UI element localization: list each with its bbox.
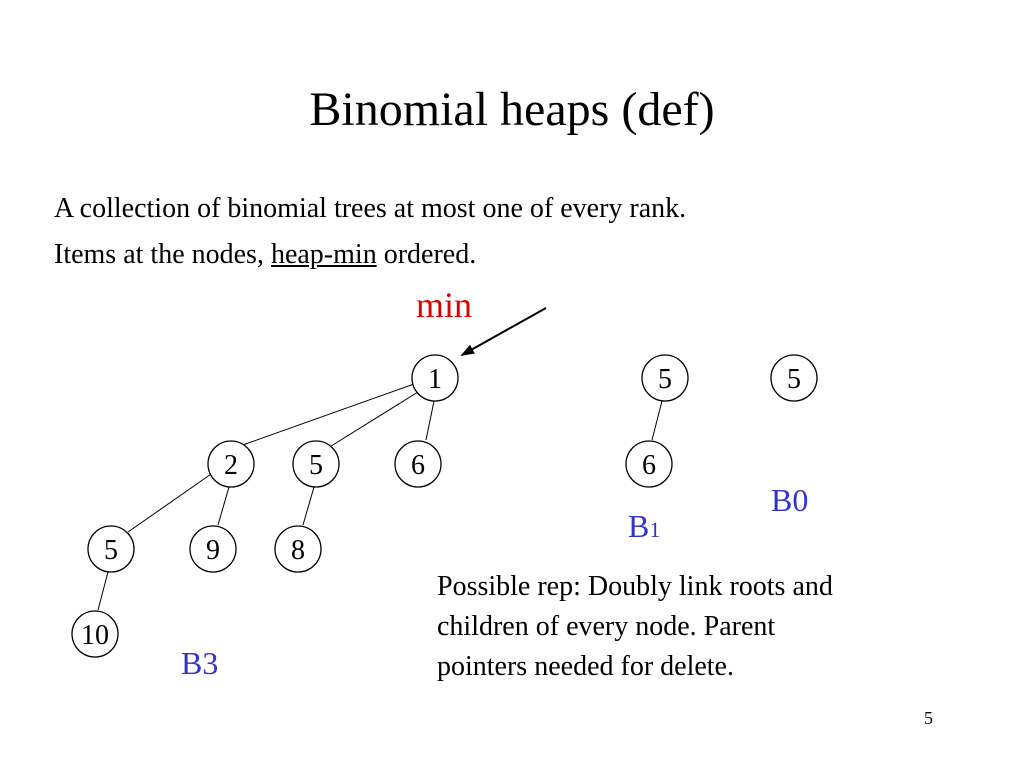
tree-label-b1-main: B	[628, 508, 650, 544]
tree-label-b3-main: B3	[181, 645, 219, 681]
definition-line-collection: A collection of binomial trees at most o…	[54, 193, 687, 224]
edge-b3-root-to-child-b	[327, 391, 419, 449]
edge-b3-root-to-child-a	[239, 383, 415, 447]
svg-text:6: 6	[411, 450, 425, 481]
min-pointer-label: min	[416, 285, 473, 325]
tree-label-b1-index: 1	[649, 517, 661, 542]
tree-label-b0: B0	[771, 481, 808, 519]
svg-text:6: 6	[642, 450, 656, 481]
svg-text:8: 8	[291, 535, 305, 566]
svg-text:2: 2	[224, 450, 238, 481]
svg-text:9: 9	[206, 535, 220, 566]
edge-b3-child-b-to-grandchild-c	[302, 486, 315, 526]
heap-min-term: heap-min	[270, 239, 377, 270]
edge-b3-root-to-child-c	[425, 400, 435, 441]
edge-b3-grandchild-a-to-great-grandchild	[97, 571, 109, 611]
tree-node: 5	[292, 440, 340, 488]
tree-node: 6	[625, 440, 673, 488]
tree-node: 8	[274, 525, 322, 573]
note-line-3: pointers needed for delete.	[437, 651, 734, 682]
tree-node: 6	[394, 440, 442, 488]
slide-title: Binomial heaps (def)	[309, 83, 715, 136]
tree-node: 9	[189, 525, 237, 573]
definition-line-ordering: Items at the nodes, heap-min ordered.	[54, 238, 476, 272]
note-line-2: children of every node. Parent	[437, 611, 776, 642]
tree-label-b3: B3	[181, 644, 218, 682]
tree-node: 5	[770, 354, 818, 402]
tree-node: 1	[411, 354, 459, 402]
edge-b3-child-a-to-grandchild-b	[217, 486, 230, 526]
svg-text:5: 5	[658, 364, 672, 395]
tree-node: 10	[71, 610, 119, 658]
tree-node: 5	[641, 354, 689, 402]
slide-page-number: 5	[924, 708, 933, 728]
tree-node: 5	[87, 525, 135, 573]
svg-text:5: 5	[309, 450, 323, 481]
edge-b3-child-a-to-grandchild-a	[127, 471, 215, 533]
svg-text:5: 5	[104, 535, 118, 566]
representation-note: Possible rep: Doubly link roots and chil…	[437, 567, 957, 687]
tree-node: 2	[207, 440, 255, 488]
tree-label-b0-main: B0	[771, 482, 809, 518]
ordering-text-before: Items at the nodes,	[54, 239, 271, 270]
svg-text:1: 1	[428, 364, 442, 395]
note-line-1: Possible rep: Doubly link roots and	[437, 571, 833, 602]
edge-b1-root-to-child	[651, 400, 663, 441]
tree-label-b1: B1	[628, 507, 660, 549]
svg-text:5: 5	[787, 364, 801, 395]
ordering-text-after: ordered.	[376, 239, 477, 270]
svg-text:10: 10	[81, 620, 109, 651]
min-pointer-arrow	[460, 307, 547, 356]
